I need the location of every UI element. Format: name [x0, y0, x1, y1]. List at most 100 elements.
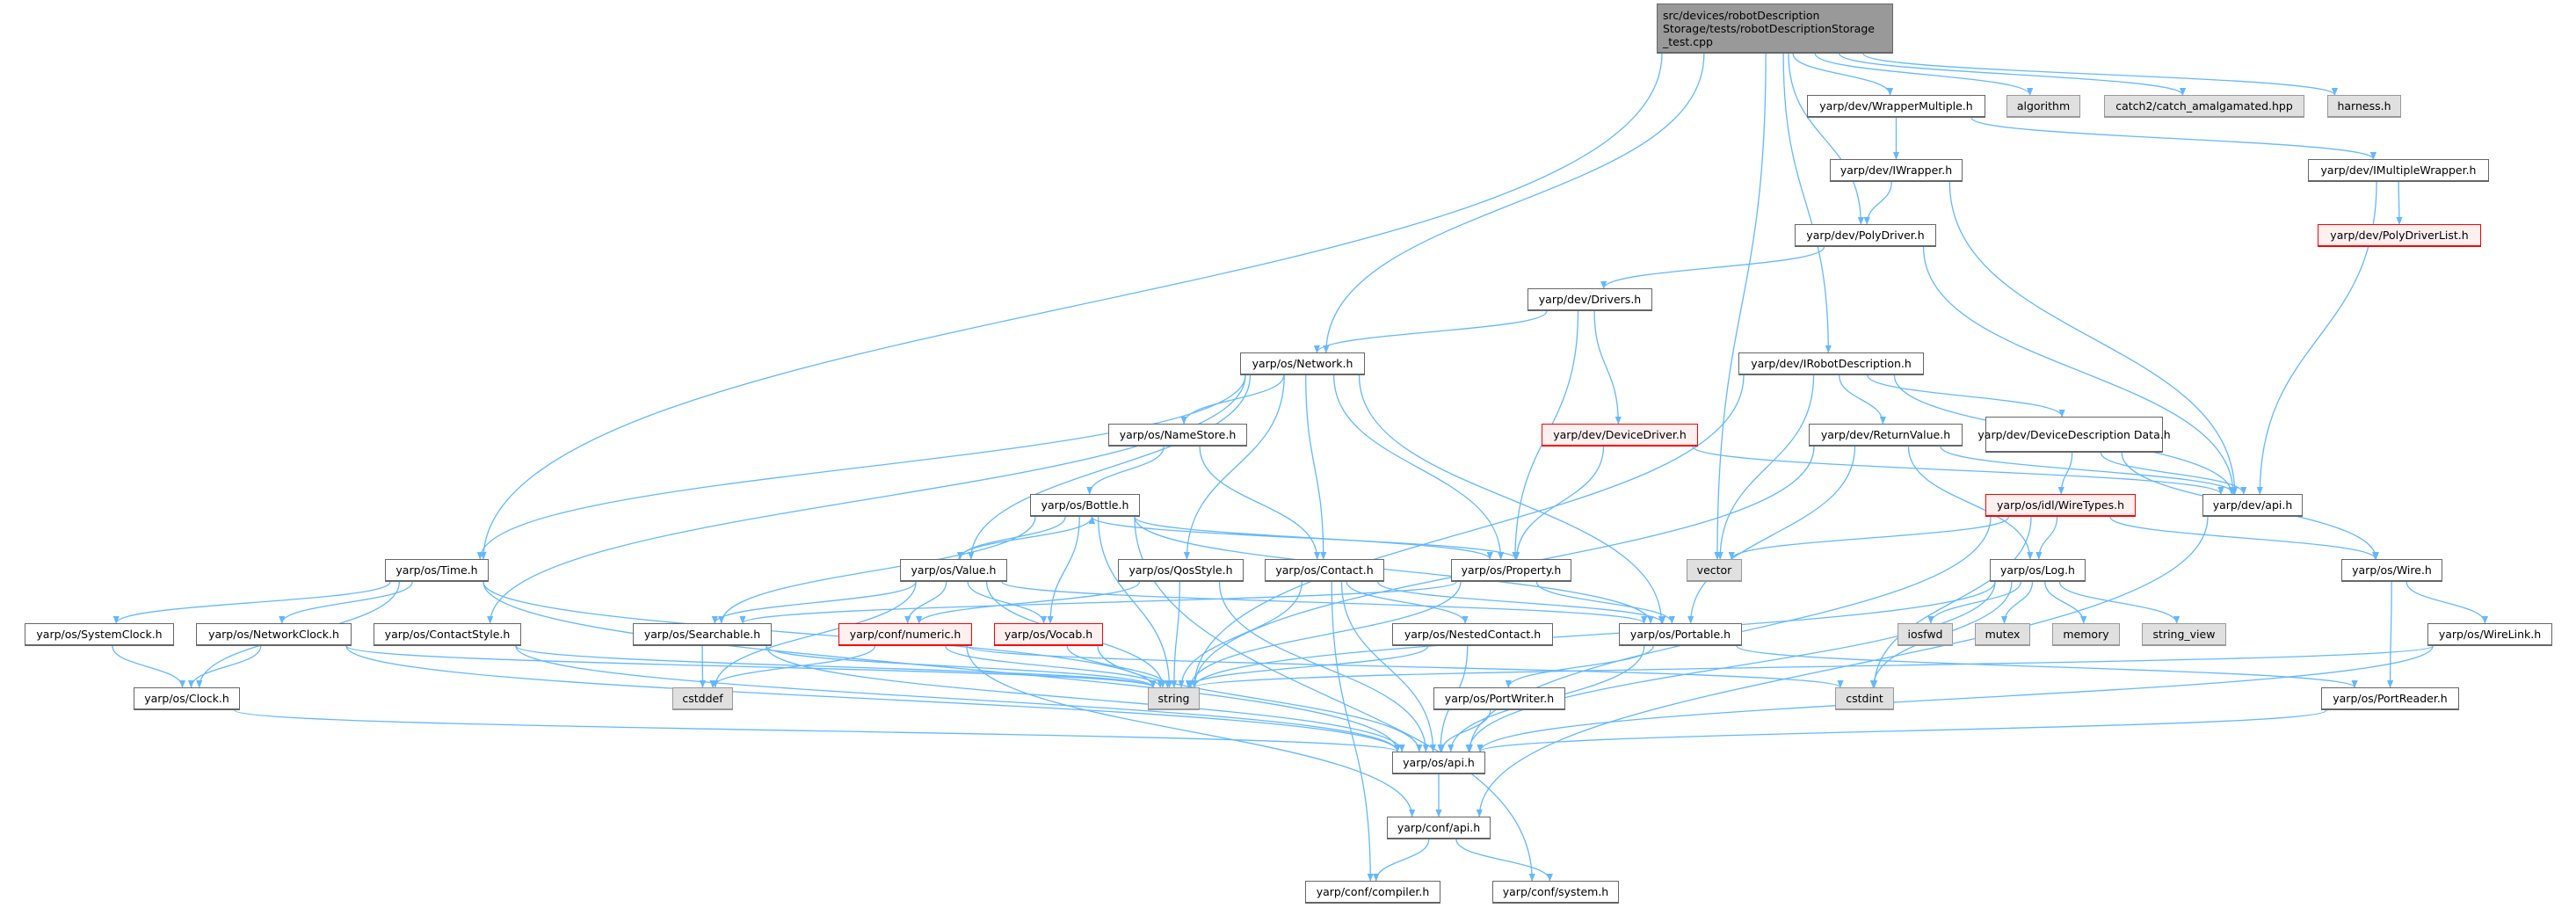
node-namestore[interactable]: yarp/os/NameStore.h	[1108, 424, 1247, 447]
node-polydriver[interactable]: yarp/dev/PolyDriver.h	[1795, 224, 1936, 247]
edge-network-to-portable	[1358, 374, 1665, 624]
edge-property-to-bottle	[1089, 516, 1518, 560]
node-qosstyle[interactable]: yarp/os/QosStyle.h	[1118, 559, 1244, 582]
node-memory[interactable]: memory	[2052, 623, 2120, 646]
node-searchable[interactable]: yarp/os/Searchable.h	[633, 623, 772, 646]
node-property[interactable]: yarp/os/Property.h	[1451, 559, 1571, 582]
edge-networkclock-to-string	[345, 645, 1157, 688]
node-drivers[interactable]: yarp/dev/Drivers.h	[1527, 288, 1652, 311]
edge-portable-to-portwriter	[1505, 645, 1654, 688]
node-value[interactable]: yarp/os/Value.h	[900, 559, 1007, 582]
node-mutex[interactable]: mutex	[1975, 623, 2030, 646]
edge-network-to-value	[968, 374, 1252, 560]
edge-portreader-to-osapi	[1477, 709, 2327, 752]
edge-contact-to-portable	[1377, 581, 1666, 624]
node-wiretypes[interactable]: yarp/os/idl/WireTypes.h	[1985, 494, 2136, 517]
edge-root-to-irobot	[1782, 53, 1832, 353]
edge-confapi-to-compiler	[1373, 839, 1430, 882]
edge-network-to-property	[1332, 374, 1505, 560]
node-log[interactable]: yarp/os/Log.h	[1990, 559, 2086, 582]
node-vocab[interactable]: yarp/os/Vocab.h	[994, 623, 1103, 646]
node-devapi[interactable]: yarp/dev/api.h	[2202, 494, 2303, 517]
edge-contact-to-nestedcontact	[1346, 581, 1469, 624]
edge-iwrapper-to-polydriver	[1863, 181, 1892, 225]
node-polydriverlist[interactable]: yarp/dev/PolyDriverList.h	[2318, 224, 2481, 247]
edge-time-to-networkclock	[279, 581, 413, 624]
node-devicedriver[interactable]: yarp/dev/DeviceDriver.h	[1542, 424, 1698, 447]
node-vector[interactable]: vector	[1687, 559, 1742, 582]
edge-iwrapper-to-devapi	[1948, 181, 2239, 495]
node-imultwrap[interactable]: yarp/dev/IMultipleWrapper.h	[2308, 159, 2489, 182]
edge-wirelink-to-string	[1191, 645, 2434, 688]
node-string-view[interactable]: string_view	[2142, 623, 2226, 646]
node-wrapmult[interactable]: yarp/dev/WrapperMultiple.h	[1807, 95, 1985, 118]
edge-devdescdata-to-wiretypes	[2057, 452, 2073, 495]
edge-numeric-to-confapi	[966, 645, 1416, 817]
node-nestedcontact[interactable]: yarp/os/NestedContact.h	[1392, 623, 1553, 646]
node-harness[interactable]: harness.h	[2327, 95, 2401, 118]
edge-root-to-catch2	[1839, 53, 2187, 96]
node-osapi[interactable]: yarp/os/api.h	[1392, 752, 1485, 774]
node-portreader[interactable]: yarp/os/PortReader.h	[2321, 687, 2459, 710]
edge-qosstyle-to-osapi	[1218, 581, 1429, 752]
node-devdescdata[interactable]: yarp/dev/DeviceDescription Data.h	[1977, 417, 2171, 453]
node-confapi[interactable]: yarp/conf/api.h	[1387, 817, 1491, 839]
node-iosfwd[interactable]: iosfwd	[1898, 623, 1953, 646]
node-wirelink[interactable]: yarp/os/WireLink.h	[2427, 623, 2552, 646]
node-string[interactable]: string	[1148, 687, 1200, 710]
node-compiler[interactable]: yarp/conf/compiler.h	[1305, 881, 1440, 904]
edge-wiretypes-to-log	[2035, 516, 2058, 560]
node-network[interactable]: yarp/os/Network.h	[1240, 352, 1365, 375]
node-iwrapper[interactable]: yarp/dev/IWrapper.h	[1830, 159, 1963, 182]
edge-value-to-vocab	[967, 581, 1048, 624]
edge-log-to-iosfwd	[1927, 581, 2021, 624]
edge-systemclock-to-clock	[112, 645, 186, 688]
node-system[interactable]: yarp/conf/system.h	[1492, 881, 1619, 904]
node-irobot[interactable]: yarp/dev/IRobotDescription.h	[1738, 352, 1924, 375]
node-cstdint[interactable]: cstdint	[1835, 687, 1894, 710]
edge-contact-to-compiler	[1331, 581, 1374, 882]
edge-value-to-searchable	[711, 581, 917, 624]
edge-root-to-vector	[1714, 53, 1767, 560]
node-portwriter[interactable]: yarp/os/PortWriter.h	[1433, 687, 1565, 710]
edge-log-to-memory	[2044, 581, 2087, 624]
edge-qosstyle-to-numeric	[916, 581, 1141, 624]
node-cstddef[interactable]: cstddef	[672, 687, 733, 710]
node-time[interactable]: yarp/os/Time.h	[385, 559, 489, 582]
node-bottle[interactable]: yarp/os/Bottle.h	[1030, 494, 1140, 517]
edge-time-to-osapi	[483, 581, 1401, 752]
edge-polydriver-to-devapi	[1922, 246, 2237, 495]
edge-bottle-to-system	[1134, 516, 1535, 882]
node-clock[interactable]: yarp/os/Clock.h	[134, 687, 240, 710]
edge-bottle-to-vocab	[1047, 516, 1080, 624]
node-portable[interactable]: yarp/os/Portable.h	[1619, 623, 1742, 646]
node-networkclock[interactable]: yarp/os/NetworkClock.h	[196, 623, 352, 646]
edge-clock-to-osapi	[234, 709, 1401, 752]
edge-network-to-time	[476, 374, 1246, 560]
edge-root-to-wrapmult	[1792, 53, 1894, 96]
edge-property-to-portable	[1535, 581, 1675, 624]
edge-devdescdata-to-devapi	[2100, 452, 2247, 495]
edge-returnvalue-to-portable	[1687, 446, 1856, 624]
node-returnvalue[interactable]: yarp/dev/ReturnValue.h	[1809, 424, 1963, 447]
node-root[interactable]: src/devices/robotDescription Storage/tes…	[1657, 4, 1893, 54]
edge-contactstyle-to-string	[515, 645, 1157, 688]
node-contact[interactable]: yarp/os/Contact.h	[1265, 559, 1384, 582]
edge-network-to-contact	[1305, 374, 1327, 560]
edge-wiretypes-to-vector	[1728, 516, 2010, 560]
edge-devicedriver-to-property	[1513, 446, 1605, 560]
node-numeric[interactable]: yarp/conf/numeric.h	[838, 623, 972, 646]
edge-confapi-to-system	[1455, 839, 1553, 882]
node-contactstyle[interactable]: yarp/os/ContactStyle.h	[374, 623, 521, 646]
edge-network-to-contactstyle	[487, 374, 1246, 624]
edge-numeric-to-cstdint	[966, 645, 1844, 688]
node-systemclock[interactable]: yarp/os/SystemClock.h	[25, 623, 174, 646]
node-algorithm[interactable]: algorithm	[2006, 95, 2080, 118]
edge-network-to-qosstyle	[1183, 374, 1285, 560]
node-catch2[interactable]: catch2/catch_amalgamated.hpp	[2104, 95, 2304, 118]
node-wire[interactable]: yarp/os/Wire.h	[2341, 559, 2442, 582]
edge-drivers-to-devicedriver	[1593, 310, 1622, 425]
edge-value-to-numeric	[904, 581, 947, 624]
edge-bottle-to-value	[956, 516, 1066, 560]
